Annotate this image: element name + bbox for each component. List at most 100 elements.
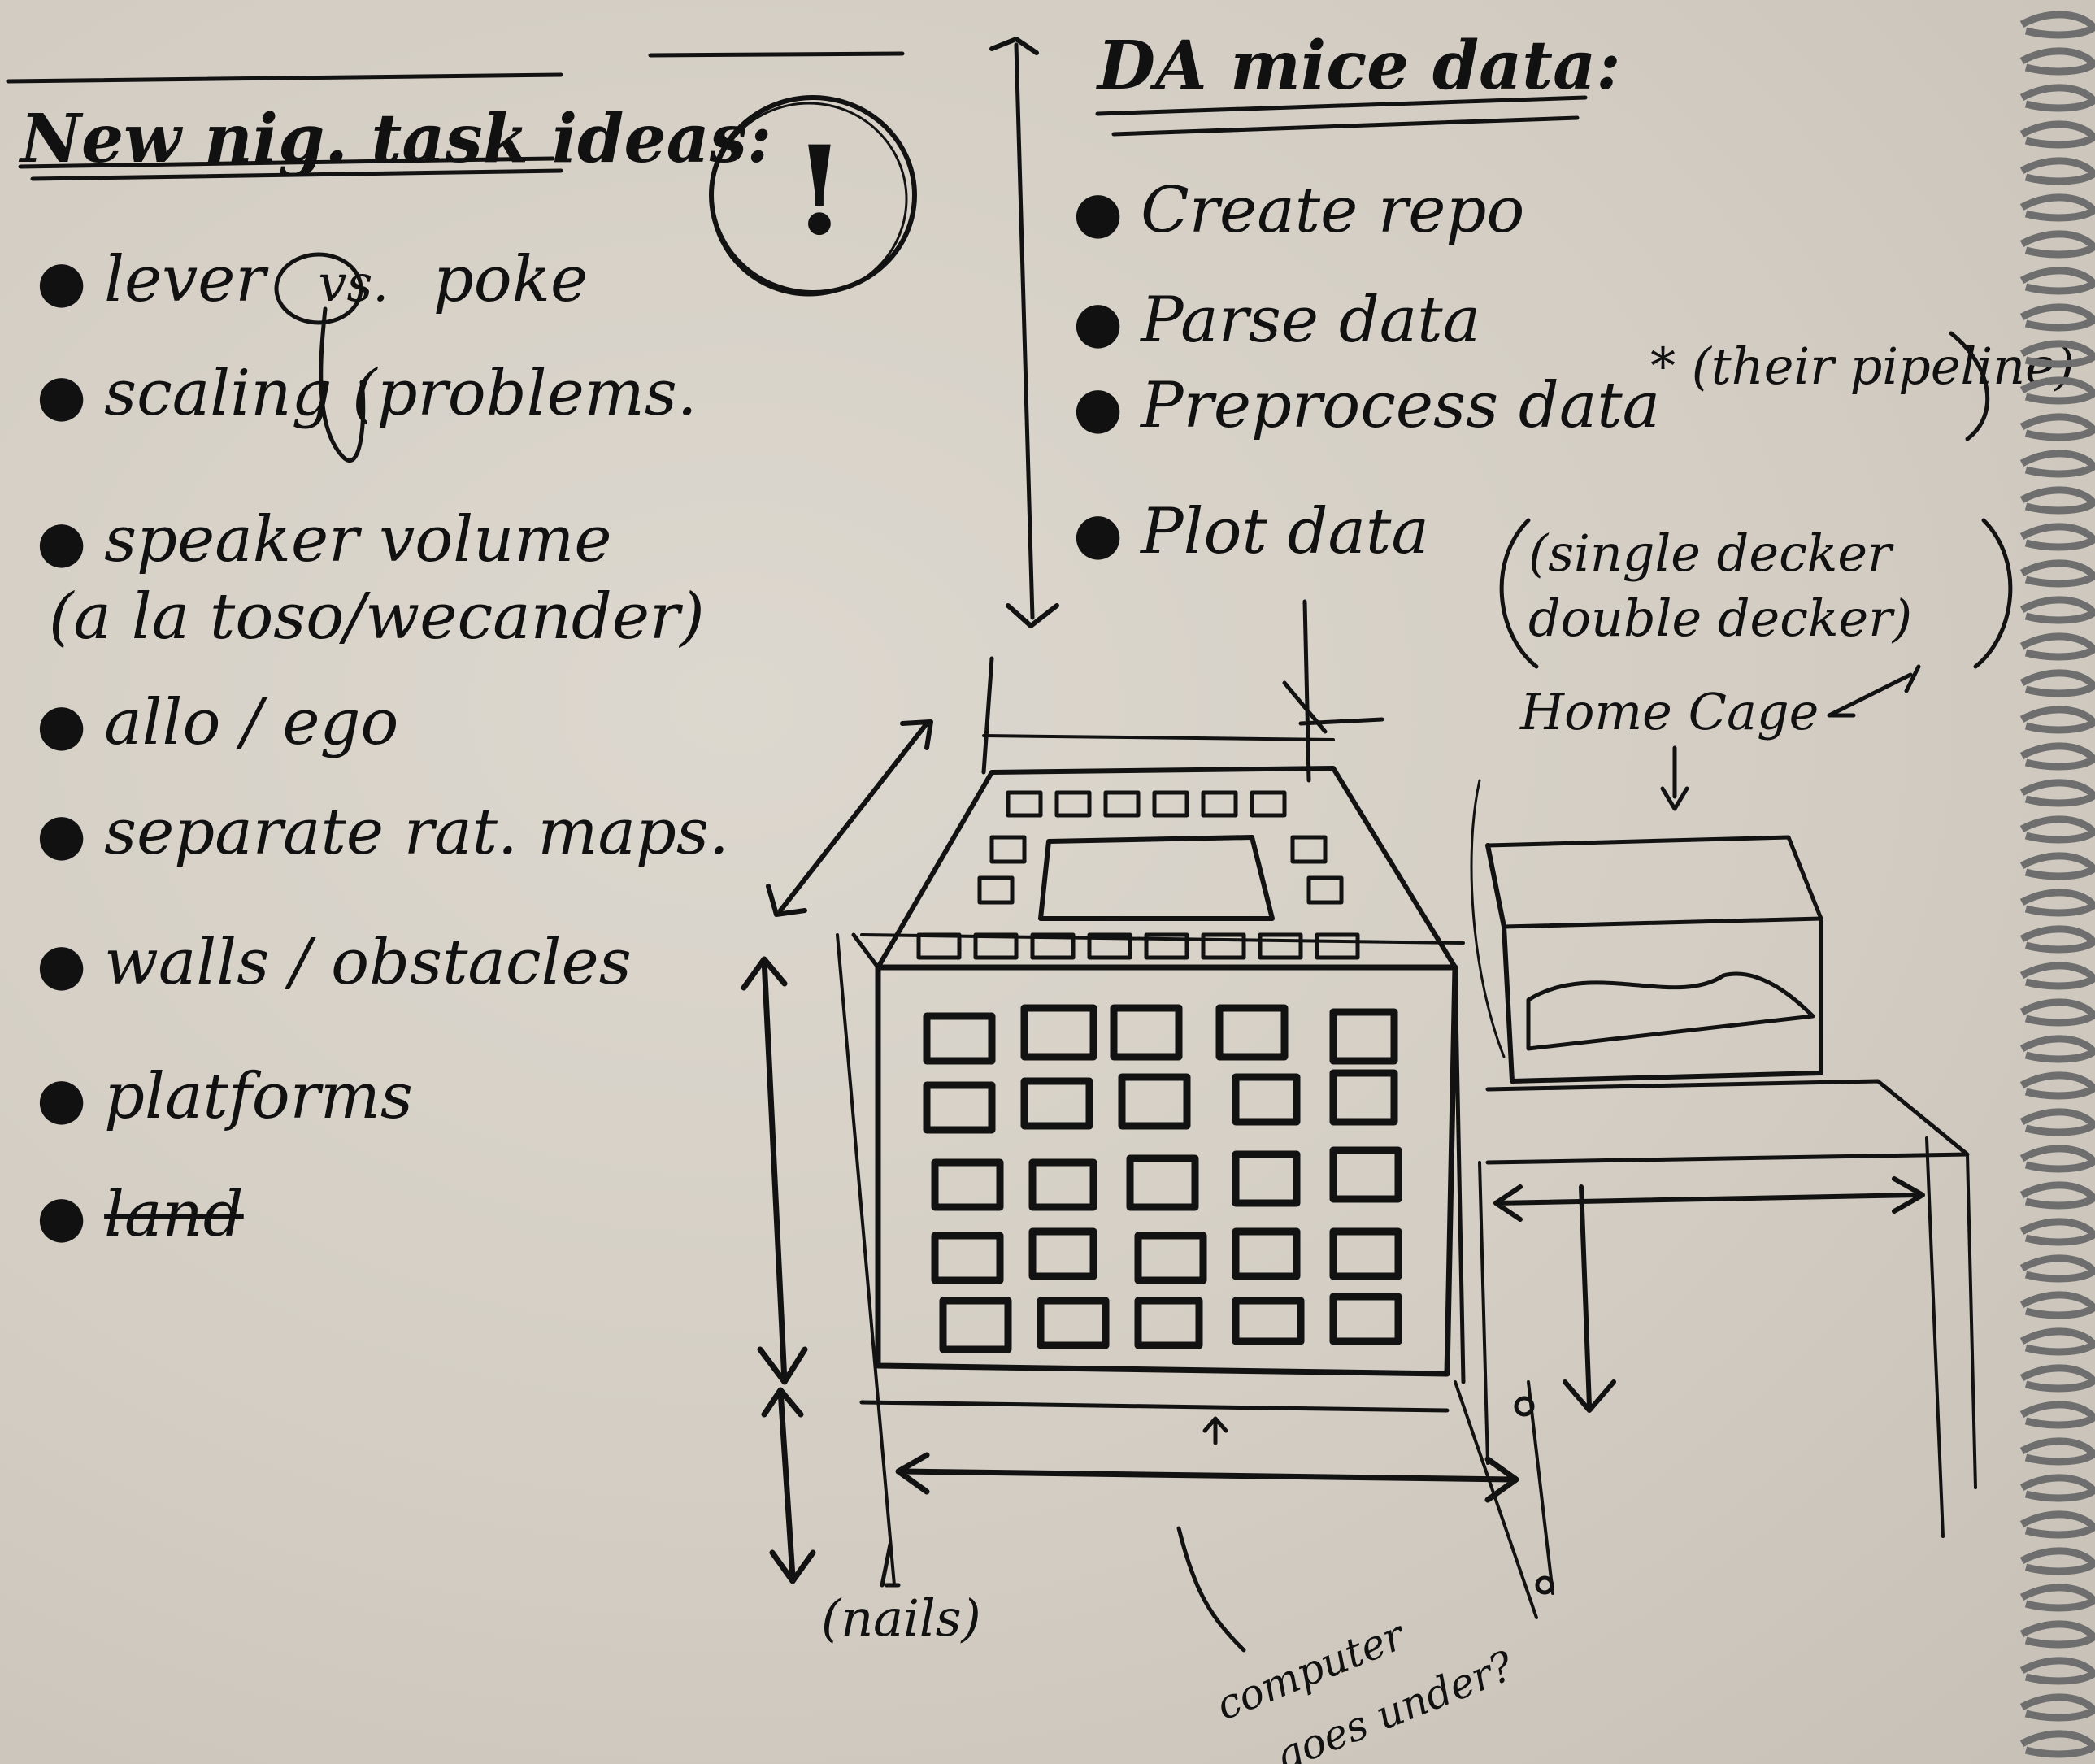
left-list-item: ●lever vs. poke [37,243,589,316]
right-list-item: ●Plot data [1073,495,1429,568]
bullet-icon: ● [1073,289,1124,355]
spiral-ring [2019,1181,2095,1210]
bullet-icon: ● [37,362,87,428]
spiral-ring [2019,1327,2095,1356]
spiral-ring [2019,450,2095,478]
bullet-icon: ● [1073,179,1124,245]
bullet-icon: ● [37,1065,87,1132]
rack-top [876,766,1458,970]
right-list-item: ●Parse data [1073,284,1481,357]
right-list-heading: DA mice data: [1097,27,1621,105]
table [1485,1079,1970,1165]
home-cage-label: Home Cage [1520,682,1819,741]
spiral-ring [2019,852,2095,880]
dim-arrow-depth [766,719,933,917]
spiral-ring [2019,632,2095,661]
spiral-ring [2019,1145,2095,1173]
spiral-ring [2019,1620,2095,1649]
cage-note-single: (single decker [1528,524,1892,583]
spiral-ring [2019,11,2095,39]
spiral-ring [2019,998,2095,1027]
left-list-item: ●platforms [37,1060,413,1133]
home-cage [1485,835,1823,929]
cage-note-double: double decker) [1528,589,1913,648]
spiral-ring [2019,889,2095,917]
vs-circle [274,252,363,325]
top-divider-left [6,72,563,84]
spiral-ring [2019,1437,2095,1466]
left-list-heading: New nig. task ideas: [20,100,772,178]
spiral-ring [2019,925,2095,954]
bullet-icon: ● [37,931,87,997]
rack-cells [923,1004,1402,1353]
spiral-ring [2019,1108,2095,1136]
spiral-ring [2019,1401,2095,1429]
spiral-ring [2019,486,2095,515]
spiral-rings [2019,11,2095,1758]
spiral-ring [2019,230,2095,259]
spiral-ring [2019,779,2095,807]
spiral-ring [2019,559,2095,588]
right-list-item: ●Create repo [1073,174,1525,247]
exclaim-mark: ! [793,119,846,263]
spiral-ring [2019,1071,2095,1100]
spiral-ring [2019,1547,2095,1575]
left-list-item: ●separate rat. maps. [37,796,729,869]
spiral-ring [2019,84,2095,112]
spiral-ring [2019,669,2095,697]
dim-arrow-height [741,956,808,1385]
spiral-ring [2019,1657,2095,1685]
spiral-ring [2019,47,2095,76]
spiral-ring [2019,303,2095,332]
spiral-ring [2019,1364,2095,1393]
vertical-arrow [1014,42,1035,620]
spiral-ring [2019,267,2095,295]
spiral-ring [2019,120,2095,149]
spiral-ring [2019,376,2095,405]
dim-arrow-leg [761,1387,816,1584]
spiral-binding [2019,11,2095,1758]
spiral-ring [2019,706,2095,734]
spiral-ring [2019,523,2095,551]
spiral-ring [2019,962,2095,990]
pipeline-note: * (their pipeline) [1650,337,2075,396]
spiral-ring [2019,157,2095,185]
right-list-item: ●Preprocess data [1073,369,1661,442]
left-list-item: ●walls / obstacles [37,926,632,999]
top-divider-right [648,51,905,58]
bullet-icon: ● [37,801,87,867]
spiral-ring [2019,1510,2095,1539]
spiral-ring [2019,193,2095,222]
rack-front [875,964,1458,1377]
spiral-ring [2019,1035,2095,1063]
left-list-item-continued: (a la toso/wecander) [49,580,705,654]
left-heading-underline [18,156,563,181]
spiral-ring [2019,1730,2095,1758]
left-list-item: ●scaling (problems. [37,357,698,430]
left-list-item-struck: ●land [37,1178,244,1251]
spiral-ring [2019,1474,2095,1502]
bullet-icon: ● [37,508,87,575]
spiral-ring [2019,1584,2095,1612]
bullet-icon: ● [37,248,87,315]
spiral-ring [2019,1218,2095,1246]
left-list-item: ●allo / ego [37,686,399,759]
spiral-ring [2019,340,2095,368]
bullet-icon: ● [37,691,87,758]
rack-top-cells [916,790,1360,960]
bullet-icon: ● [1073,500,1124,567]
spiral-ring [2019,1291,2095,1319]
dim-arrow-width [859,1400,1450,1413]
spiral-ring [2019,815,2095,844]
bullet-icon: ● [37,1183,87,1249]
spiral-ring [2019,1254,2095,1283]
bullet-icon: ● [1073,374,1124,441]
left-list-item: ●speaker volume [37,503,612,576]
dim-arrow-width-2 [895,1452,1519,1503]
spiral-ring [2019,742,2095,771]
nails-label: (nails) [821,1588,981,1648]
spiral-ring [2019,596,2095,624]
right-heading-underline [1095,95,1588,137]
